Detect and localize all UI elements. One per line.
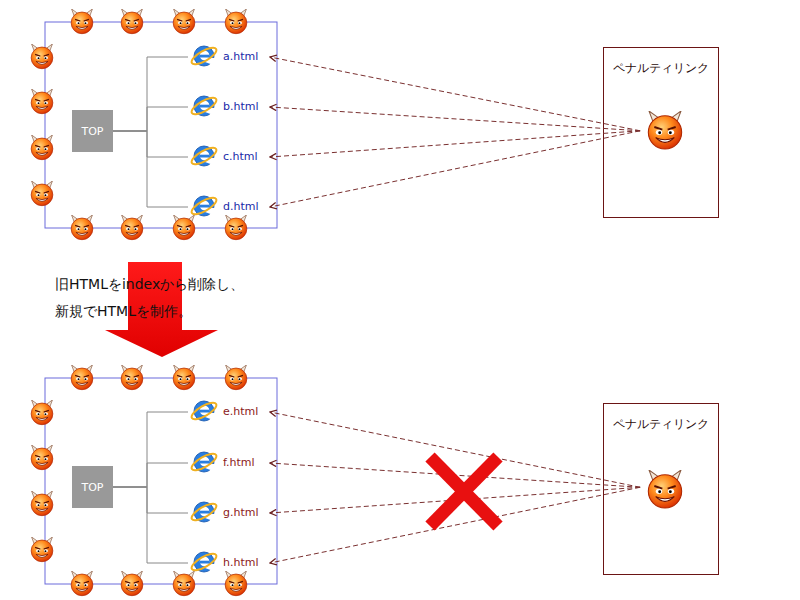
- penalty-link-arrow: [270, 131, 640, 157]
- devil-icon: [173, 215, 195, 240]
- browser-icon: [189, 95, 218, 118]
- node-label: b.html: [223, 93, 270, 121]
- node-label: e.html: [223, 398, 270, 426]
- devil-border: [31, 365, 247, 596]
- site-tree-line: [113, 487, 188, 563]
- devil-icon: [31, 181, 53, 206]
- devil-icon: [31, 135, 53, 160]
- cross-stroke: [430, 457, 498, 526]
- devil-icon: [31, 491, 53, 516]
- html-page: e.html: [188, 398, 270, 426]
- devil-icon: [71, 365, 93, 390]
- browser-icon: [189, 451, 218, 474]
- blocked-cross: [430, 457, 498, 526]
- site-tree-line: [113, 131, 188, 207]
- site-tree-line: [113, 131, 188, 157]
- node-label: c.html: [223, 143, 270, 171]
- html-page: f.html: [188, 449, 270, 477]
- node-label: h.html: [223, 549, 270, 577]
- site-frame: [45, 378, 277, 584]
- browser-icon: [189, 45, 218, 68]
- devil-icon: [121, 215, 143, 240]
- top-page-box: TOP: [72, 110, 113, 152]
- browser-icon: [189, 195, 218, 218]
- penalty-link-arrow: [270, 131, 640, 207]
- html-page: h.html: [188, 549, 270, 577]
- devil-icon: [31, 44, 53, 69]
- devil-icon: [225, 571, 247, 596]
- browser-icon: [189, 551, 218, 574]
- devil-icon: [71, 571, 93, 596]
- devil-icon: [121, 571, 143, 596]
- transition-note: 旧HTMLをindexから削除し、 新規でHTMLを制作。: [55, 271, 280, 325]
- devil-icon: [173, 9, 195, 34]
- devil-icon: [173, 571, 195, 596]
- cross-stroke: [430, 457, 498, 526]
- page-icons: [189, 45, 218, 574]
- devil-icon: [121, 365, 143, 390]
- devil-icon: [71, 9, 93, 34]
- devil-icon: [225, 9, 247, 34]
- devil-border: [31, 9, 247, 240]
- top-page-box: TOP: [72, 466, 113, 508]
- penalty-link-arrow: [270, 107, 640, 131]
- node-label: a.html: [223, 43, 270, 71]
- html-page: d.html: [188, 193, 270, 221]
- penalty-link-arrow: [270, 57, 640, 131]
- penalty-devil: [648, 470, 681, 508]
- node-label: d.html: [223, 193, 270, 221]
- node-label: f.html: [223, 449, 270, 477]
- box-heading: ペナルティリンク: [604, 416, 718, 433]
- browser-icon: [189, 145, 218, 168]
- devil-icon: [71, 215, 93, 240]
- penalty-devil: [648, 111, 681, 149]
- site-frame: [45, 22, 277, 228]
- browser-icon: [189, 400, 218, 423]
- html-page: b.html: [188, 93, 270, 121]
- devil-icon: [121, 9, 143, 34]
- html-page: c.html: [188, 143, 270, 171]
- site-tree-line: [113, 107, 188, 131]
- devil-icon: [31, 445, 53, 470]
- browser-icon: [189, 501, 218, 524]
- html-page: a.html: [188, 43, 270, 71]
- site-tree-line: [113, 487, 188, 513]
- node-label: TOP: [81, 481, 103, 494]
- devil-icon: [225, 215, 247, 240]
- html-page: g.html: [188, 499, 270, 527]
- devil-icon: [31, 537, 53, 562]
- devil-icon: [173, 365, 195, 390]
- site-tree-line: [113, 57, 188, 131]
- node-label: TOP: [81, 125, 103, 138]
- devil-icon: [31, 400, 53, 425]
- devil-icon: [225, 365, 247, 390]
- site-tree-line: [113, 463, 188, 487]
- node-label: g.html: [223, 499, 270, 527]
- devil-icon: [31, 89, 53, 114]
- box-heading: ペナルティリンク: [604, 60, 718, 77]
- site-tree-line: [113, 412, 188, 487]
